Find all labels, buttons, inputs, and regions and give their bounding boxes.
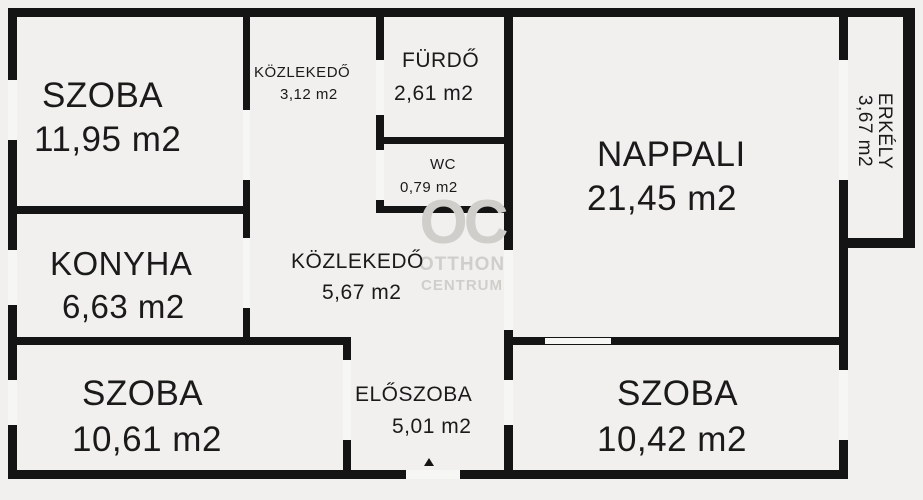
szoba2-name: SZOBA	[82, 374, 204, 413]
outer-wall-left	[8, 8, 17, 479]
konyha-area: 6,63 m2	[62, 288, 185, 325]
wall-szoba1-konyha	[8, 206, 250, 214]
window-right-1	[839, 60, 848, 180]
wall-wc-bottom	[376, 206, 512, 213]
furdo-name: FÜRDŐ	[402, 49, 480, 72]
kozlekedo1-area: 3,12 m2	[280, 86, 338, 103]
window-right-2	[839, 370, 848, 440]
szoba2-area: 10,61 m2	[72, 420, 222, 459]
door-nappali	[504, 250, 513, 330]
watermark-line-1: OTTHON	[418, 254, 506, 275]
door-szoba2	[343, 360, 351, 440]
balcony-wall-right	[903, 8, 915, 248]
watermark-logo: OC	[419, 188, 509, 257]
kozlekedo2-name: KÖZLEKEDŐ	[291, 250, 424, 273]
nappali-area: 21,45 m2	[587, 179, 737, 218]
erkely-name: ERKÉLY	[873, 92, 895, 170]
door-konyha	[243, 238, 250, 308]
wc-name: WC	[430, 156, 456, 173]
erkely-label: ERKÉLY 3,67 m2	[846, 66, 902, 196]
balcony-wall-top	[839, 8, 915, 16]
kozlekedo2-area: 5,67 m2	[322, 281, 402, 304]
wall-konyha-szoba2	[8, 337, 351, 345]
wall-center	[504, 8, 513, 479]
nappali-name: NAPPALI	[597, 135, 746, 174]
wall-furdo-wc	[376, 137, 512, 144]
furdo-area: 2,61 m2	[394, 82, 474, 105]
outer-wall-top	[8, 8, 915, 17]
door-between-nappali-szoba3	[545, 338, 611, 344]
entrance-door	[406, 470, 460, 479]
window-left-2	[8, 250, 17, 305]
balcony-wall-bottom	[839, 238, 915, 248]
kozlekedo1-name: KÖZLEKEDŐ	[254, 64, 351, 81]
erkely-area: 3,67 m2	[854, 94, 875, 168]
wall-nappali-szoba3	[504, 337, 848, 345]
door-szoba3	[504, 380, 513, 425]
otthon-centrum-watermark: OC OTTHON CENTRUM	[412, 178, 512, 338]
szoba1-area: 11,95 m2	[34, 120, 182, 159]
konyha-name: KONYHA	[50, 245, 193, 282]
wc-area: 0,79 m2	[400, 179, 458, 196]
outer-wall-bottom-left	[8, 470, 406, 479]
door-furdo	[376, 60, 384, 115]
eloszoba-name: ELŐSZOBA	[355, 383, 473, 406]
window-left-3	[8, 380, 17, 425]
outer-wall-bottom-right	[460, 470, 848, 479]
szoba3-name: SZOBA	[617, 374, 739, 413]
eloszoba-area: 5,01 m2	[392, 415, 472, 438]
door-wc	[376, 150, 384, 200]
szoba1-name: SZOBA	[42, 76, 164, 115]
watermark-line-2: CENTRUM	[421, 276, 503, 294]
window-left-1	[8, 80, 17, 140]
szoba3-area: 10,42 m2	[597, 420, 747, 459]
entrance-arrow-icon	[424, 458, 434, 466]
door-szoba1	[243, 110, 250, 180]
